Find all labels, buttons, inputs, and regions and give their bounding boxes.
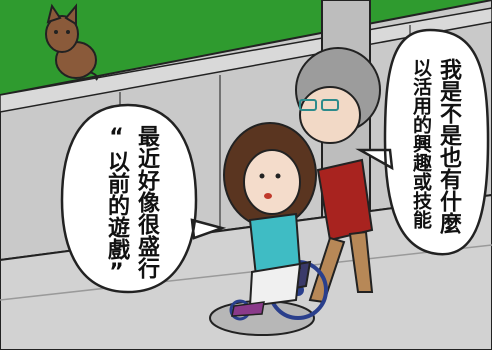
speech-right-line-2: 以活用的興趣或技能 — [410, 58, 432, 229]
speech-bubble-left — [60, 103, 227, 294]
speech-left-line-1: 最近好像很盛行 — [134, 125, 159, 279]
speech-bubble-right — [355, 28, 490, 256]
dog-figure — [45, 3, 99, 81]
speech-right-line-1: 我是不是也有什麼 — [436, 58, 461, 234]
elderly-man-figure — [295, 47, 381, 304]
girl-figure — [223, 122, 317, 317]
speech-left-line-2: “以前的遊戲” — [104, 125, 129, 285]
